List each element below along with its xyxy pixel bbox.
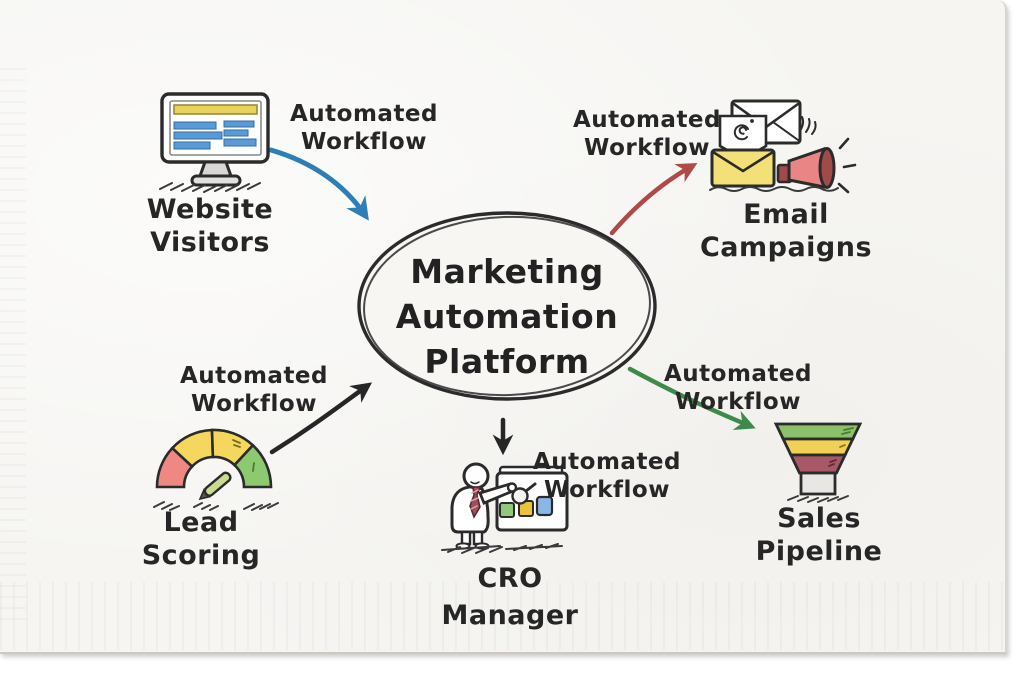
edge-lead-line1: Automated — [179, 363, 328, 389]
arrow-center-to-email — [609, 162, 698, 236]
edge-label-website-to-center: Automated Workflow — [284, 100, 444, 156]
central-platform-label: Marketing Automation Platform — [357, 249, 657, 384]
edge-label-center-to-cro: Automated Workflow — [527, 448, 687, 504]
edge-website-line2: Workflow — [301, 129, 427, 155]
central-platform-ellipse — [357, 211, 657, 401]
central-platform-line1: Marketing — [410, 252, 604, 291]
label-email-line2: Campaigns — [699, 232, 873, 263]
edge-sales-line1: Automated — [663, 361, 812, 387]
funnel-icon — [773, 422, 863, 503]
label-lead-line1: Lead — [163, 507, 239, 538]
presenter-icon — [441, 462, 569, 554]
central-platform-line3: Platform — [424, 342, 590, 381]
email-megaphone-icon — [709, 99, 857, 194]
label-cro-line1: CRO — [477, 563, 543, 594]
edge-email-line1: Automated — [572, 107, 721, 133]
monitor-icon — [159, 92, 270, 193]
edge-cro-line2: Workflow — [544, 477, 670, 503]
edge-lead-line2: Workflow — [191, 391, 317, 417]
edge-label-leadscoring-to-center: Automated Workflow — [174, 362, 334, 418]
label-sales-pipeline: Sales Pipeline — [739, 502, 899, 568]
gauge-icon — [153, 428, 279, 511]
edge-label-center-to-email: Automated Workflow — [567, 106, 727, 162]
edge-label-center-to-sales: Automated Workflow — [658, 360, 818, 416]
label-sales-line2: Pipeline — [755, 536, 883, 567]
arrow-website-to-center — [268, 147, 369, 221]
label-email-line1: Email — [743, 199, 829, 230]
label-website-line2: Visitors — [150, 227, 270, 258]
edge-website-line1: Automated — [289, 101, 438, 127]
label-cro-line2: Manager — [441, 600, 579, 631]
label-lead-scoring: Lead Scoring — [121, 506, 281, 572]
edge-sales-line2: Workflow — [675, 389, 801, 415]
label-email-campaigns: Email Campaigns — [696, 198, 876, 264]
arrow-leadscoring-to-center — [269, 382, 373, 455]
label-sales-line1: Sales — [777, 503, 861, 534]
label-website-line1: Website — [146, 194, 274, 225]
label-lead-line2: Scoring — [141, 540, 261, 571]
label-cro-manager: CRO Manager — [430, 560, 590, 634]
arrow-center-to-sales — [627, 366, 756, 430]
label-website-visitors: Website Visitors — [130, 193, 290, 259]
central-platform-line2: Automation — [395, 297, 619, 336]
edge-email-line2: Workflow — [584, 135, 710, 161]
edge-cro-line1: Automated — [532, 449, 681, 475]
